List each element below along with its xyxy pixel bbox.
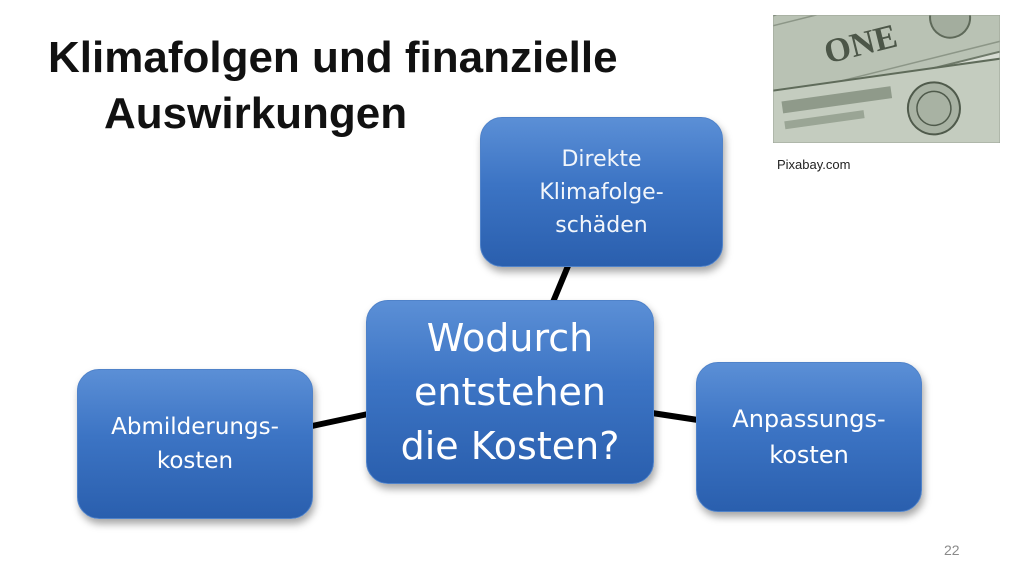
dollar-banknotes-photo: ONE [773, 15, 1000, 143]
node-center-question: Wodurch entstehen die Kosten? [366, 300, 654, 484]
title-line-1: Klimafolgen und finanzielle [48, 33, 618, 82]
connector-right [651, 410, 699, 423]
image-credit: Pixabay.com [777, 157, 851, 172]
connector-top [550, 264, 571, 304]
title-line-2: Auswirkungen [104, 89, 408, 138]
slide-title: Klimafolgen und finanzielle Auswirkungen [48, 30, 728, 142]
node-direct-climate-damage: Direkte Klimafolge- schäden [480, 117, 723, 267]
connector-left [311, 411, 369, 429]
node-adaptation-costs: Anpassungs- kosten [696, 362, 922, 512]
banknote-illustration: ONE [773, 15, 1000, 143]
page-number: 22 [944, 542, 960, 558]
node-mitigation-costs: Abmilderungs- kosten [77, 369, 313, 519]
